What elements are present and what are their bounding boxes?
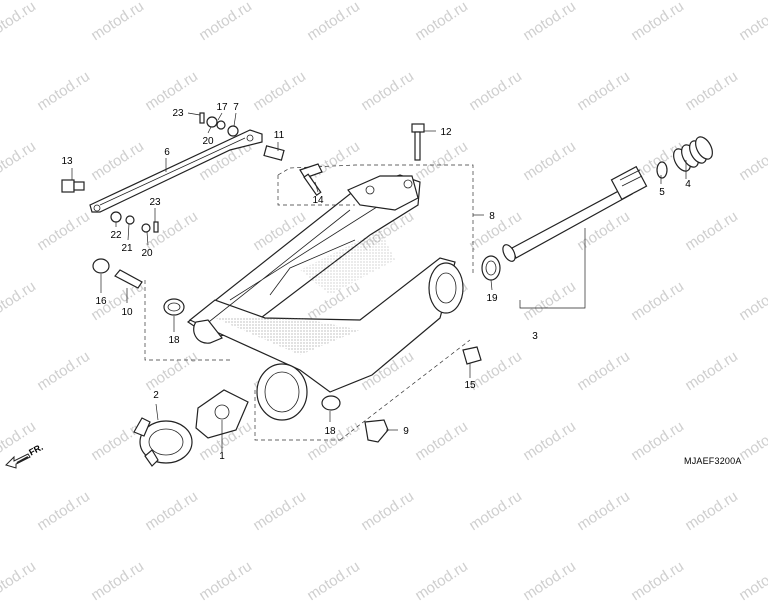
callout-1: 1 [219,451,225,462]
chain-guide [89,129,263,213]
callout-23a: 23 [172,108,184,119]
callout-12: 12 [440,127,452,138]
spring [673,136,713,172]
callout-18b: 18 [324,426,336,437]
callout-labels: 1 2 3 4 5 6 7 8 9 10 11 12 13 14 15 16 1… [61,102,691,462]
callout-14: 14 [312,195,324,206]
callout-19: 19 [486,293,498,304]
drive-shaft-assembly [481,136,713,309]
callout-15: 15 [464,380,476,391]
callout-2: 2 [153,390,159,401]
callout-21: 21 [121,243,133,254]
callout-11: 11 [274,130,285,141]
reference-lines [144,164,474,441]
callout-20a: 20 [202,136,214,147]
callout-3: 3 [532,331,538,342]
callout-6: 6 [164,147,170,158]
callout-9: 9 [403,426,409,437]
callout-22: 22 [110,230,122,241]
callout-10: 10 [121,307,133,318]
callout-5: 5 [659,187,665,198]
front-direction-arrow-icon: FR. [5,443,45,469]
callout-23b: 23 [149,197,161,208]
callout-7: 7 [233,102,239,113]
callout-17: 17 [216,102,228,113]
callout-13: 13 [61,156,73,167]
diagram-code: MJAEF3200A [684,456,742,466]
direction-label: FR. [27,443,44,458]
parts-diagram: 1 2 3 4 5 6 7 8 9 10 11 12 13 14 15 16 1… [61,102,713,467]
callout-4: 4 [685,179,691,190]
callout-16: 16 [95,296,107,307]
leader-lines [71,112,687,452]
callout-8: 8 [489,211,495,222]
callout-20b: 20 [141,248,153,259]
fasteners [61,112,482,443]
swingarm [186,174,464,421]
final-drive-parts [133,389,249,467]
callout-18a: 18 [168,335,180,346]
